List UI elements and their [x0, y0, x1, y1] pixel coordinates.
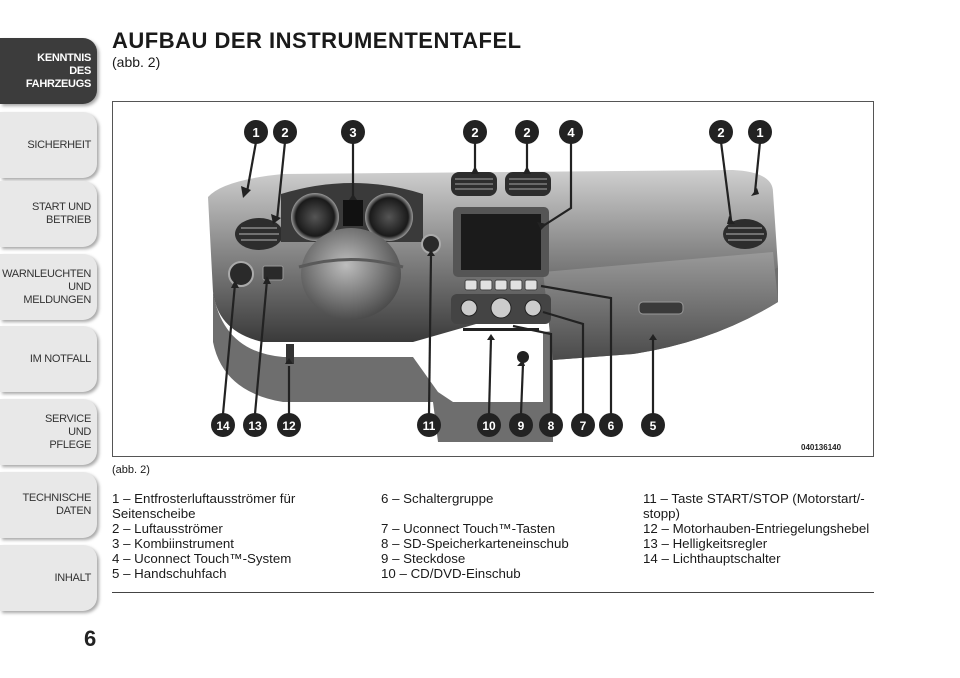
cd-slot: [463, 328, 539, 331]
callout-2-right: 2: [709, 120, 733, 144]
callout-2-left: 2: [273, 120, 297, 144]
legend-item: 1 – Entfrosterluftausströmer für: [112, 491, 296, 506]
legend-item: 3 – Kombiinstrument: [112, 536, 234, 551]
chapter-sidebar: KENNTNIS DES FAHRZEUGS SICHERHEIT START …: [0, 0, 100, 678]
tab-sicherheit[interactable]: SICHERHEIT: [0, 112, 97, 178]
legend-column-1: 1 – Entfrosterluftausströmer für Seitens…: [112, 491, 377, 581]
legend-column-3: 11 – Taste START/STOP (Motorstart/- stop…: [643, 491, 883, 581]
svg-text:2: 2: [717, 125, 724, 140]
cluster-display: [343, 200, 363, 226]
legend-item: 2 – Luftausströmer: [112, 521, 223, 536]
legend-item: stopp): [643, 506, 680, 521]
page-number: 6: [84, 626, 97, 651]
legend-item: 12 – Motorhauben-Entriegelungshebel: [643, 521, 870, 536]
svg-text:10: 10: [482, 419, 496, 433]
legend-item: 8 – SD-Speicherkarteneinschub: [381, 536, 569, 551]
tab-inhalt[interactable]: INHALT: [0, 545, 97, 611]
speedometer: [291, 193, 339, 241]
legend-item: Seitenscheibe: [112, 506, 196, 521]
legend-item: 14 – Lichthauptschalter: [643, 551, 781, 566]
legend-item: 9 – Steckdose: [381, 551, 466, 566]
legend-bottom-rule: [112, 592, 874, 593]
callouts-top: 1 2 3 2 2 4 2 1: [244, 120, 772, 144]
svg-text:9: 9: [518, 419, 525, 433]
callout-11: 11: [417, 413, 441, 437]
legend-item: 6 – Schaltergruppe: [381, 491, 494, 506]
callout-9: 9: [509, 413, 533, 437]
tab-kenntnis-des-fahrzeugs[interactable]: KENNTNIS DES FAHRZEUGS: [0, 38, 97, 104]
leader-arrowheads: [231, 166, 759, 366]
legend-item: 10 – CD/DVD-Einschub: [381, 566, 521, 581]
svg-text:2: 2: [523, 125, 530, 140]
svg-text:7: 7: [580, 419, 587, 433]
dimmer-control: [262, 265, 284, 281]
svg-text:5: 5: [650, 419, 657, 433]
svg-text:2: 2: [281, 125, 288, 140]
svg-text:1: 1: [756, 125, 763, 140]
dash-lower-panel: [213, 267, 778, 442]
callout-2-center-left: 2: [463, 120, 487, 144]
touchscreen-display: [461, 214, 541, 270]
svg-text:8: 8: [548, 419, 555, 433]
hvac-knob-left: [460, 299, 478, 317]
hood-release-lever: [286, 344, 294, 364]
svg-text:2: 2: [471, 125, 478, 140]
steering-wheel-hub: [301, 228, 401, 320]
callout-10: 10: [477, 413, 501, 437]
legend-item: 13 – Helligkeitsregler: [643, 536, 768, 551]
legend-item: 5 – Handschuhfach: [112, 566, 227, 581]
glovebox-handle: [638, 301, 684, 315]
tab-im-notfall[interactable]: IM NOTFALL: [0, 326, 97, 392]
tab-warnleuchten-und-meldungen[interactable]: WARNLEUCHTEN UND MELDUNGEN: [0, 254, 97, 320]
svg-text:14: 14: [216, 419, 230, 433]
callout-2-center-right: 2: [515, 120, 539, 144]
section-title: AUFBAU DER INSTRUMENTENTAFEL: [112, 28, 522, 53]
legend-item: 11 – Taste START/STOP (Motorstart/-: [643, 491, 865, 506]
leader-lines: [221, 141, 762, 415]
callout-6: 6: [599, 413, 623, 437]
figure-caption: (abb. 2): [112, 464, 150, 476]
callout-1-left: 1: [244, 120, 268, 144]
svg-text:4: 4: [567, 125, 575, 140]
callout-5: 5: [641, 413, 665, 437]
legend-item: [643, 566, 883, 581]
tab-start-und-betrieb[interactable]: START UND BETRIEB: [0, 181, 97, 247]
hvac-knob-center: [490, 297, 512, 319]
section-subtitle: (abb. 2): [112, 54, 161, 70]
callout-12: 12: [277, 413, 301, 437]
legend-column-2: 6 – Schaltergruppe 7 – Uconnect Touch™-T…: [381, 491, 636, 581]
touch-buttons: [464, 279, 538, 291]
tab-service-und-pflege[interactable]: SERVICE UND PFLEGE: [0, 399, 97, 465]
callouts-bottom: 14 13 12 11 10 9 8 7 6 5: [211, 413, 665, 437]
svg-text:6: 6: [608, 419, 615, 433]
power-outlet: [517, 351, 529, 363]
tab-technische-daten[interactable]: TECHNISCHE DATEN: [0, 472, 97, 538]
callout-14: 14: [211, 413, 235, 437]
svg-text:13: 13: [248, 419, 262, 433]
callout-13: 13: [243, 413, 267, 437]
svg-text:1: 1: [252, 125, 259, 140]
svg-text:11: 11: [423, 419, 436, 433]
callout-7: 7: [571, 413, 595, 437]
legend-item: [381, 506, 636, 521]
callout-4: 4: [559, 120, 583, 144]
svg-text:3: 3: [349, 125, 356, 140]
dashboard-illustration: 1 2 3 2 2 4 2 1 14 13 12 11 10 9 8 7 6 5…: [208, 120, 842, 452]
callout-3: 3: [341, 120, 365, 144]
hvac-knob-right: [524, 299, 542, 317]
callout-8: 8: [539, 413, 563, 437]
figure-code: 040136140: [801, 443, 842, 452]
svg-text:12: 12: [282, 419, 296, 433]
callout-1-right: 1: [748, 120, 772, 144]
legend-item: 7 – Uconnect Touch™-Tasten: [381, 521, 556, 536]
tachometer: [365, 193, 413, 241]
dashboard-figure: 1 2 3 2 2 4 2 1 14 13 12 11 10 9 8 7 6 5…: [112, 101, 874, 457]
legend-item: 4 – Uconnect Touch™-System: [112, 551, 292, 566]
headlamp-switch: [228, 261, 254, 287]
